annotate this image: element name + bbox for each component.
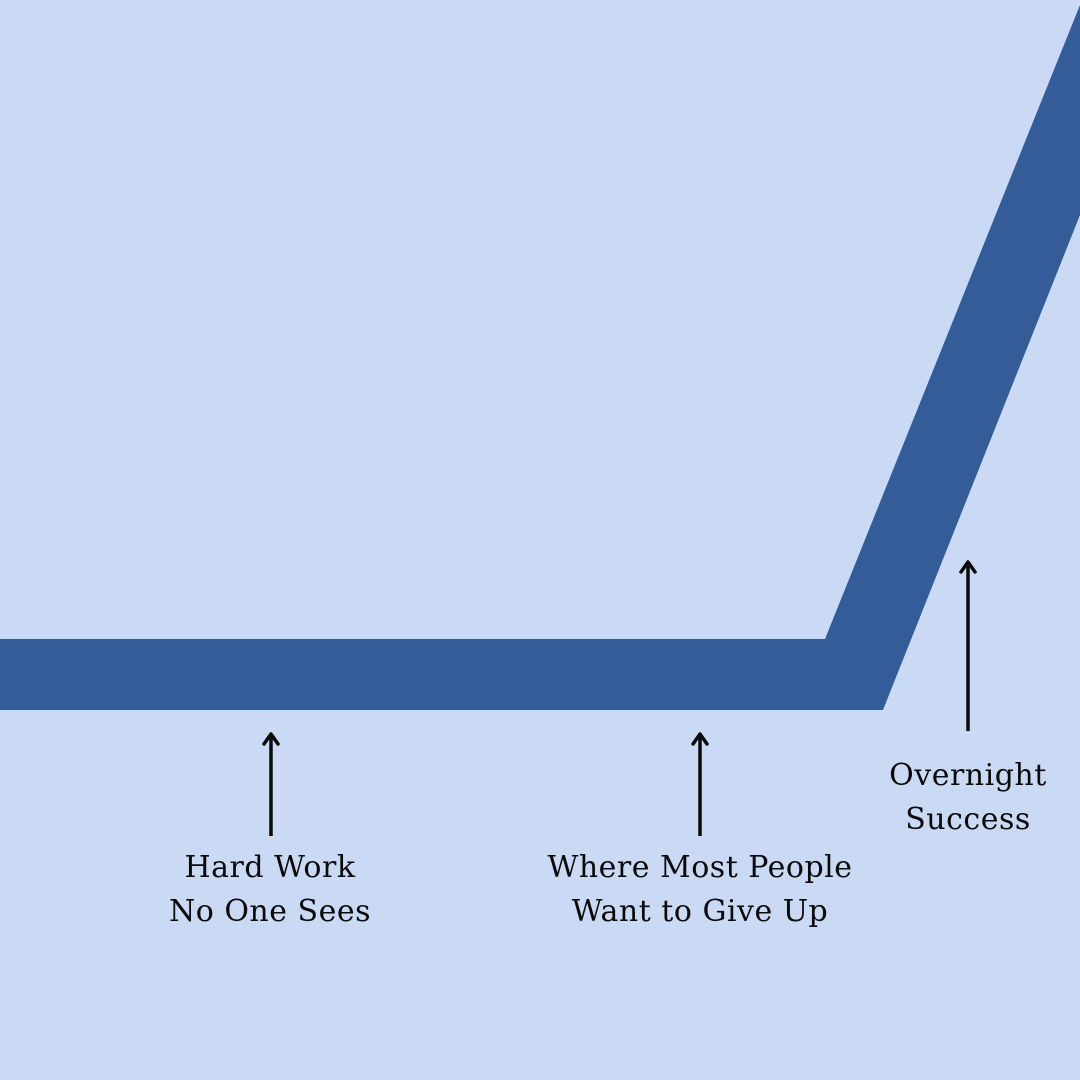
progress-line xyxy=(0,5,1080,710)
annotation-line-2: Want to Give Up xyxy=(571,894,829,929)
arrow-success xyxy=(959,560,977,731)
arrow-up-icon xyxy=(959,560,977,574)
annotation-line-1: Overnight xyxy=(889,758,1047,793)
arrow-up-icon xyxy=(691,732,709,746)
annotation-line-2: No One Sees xyxy=(168,894,371,929)
annotation-give-up: Where Most People Want to Give Up xyxy=(520,846,880,934)
annotation-overnight-success: Overnight Success xyxy=(870,754,1066,842)
annotation-line-1: Hard Work xyxy=(184,850,356,885)
arrow-up-icon xyxy=(262,732,280,746)
arrow-hard-work xyxy=(262,732,280,836)
annotation-line-2: Success xyxy=(905,802,1031,837)
annotation-line-1: Where Most People xyxy=(547,850,853,885)
arrow-give-up xyxy=(691,732,709,836)
annotation-hard-work: Hard Work No One Sees xyxy=(120,846,420,934)
